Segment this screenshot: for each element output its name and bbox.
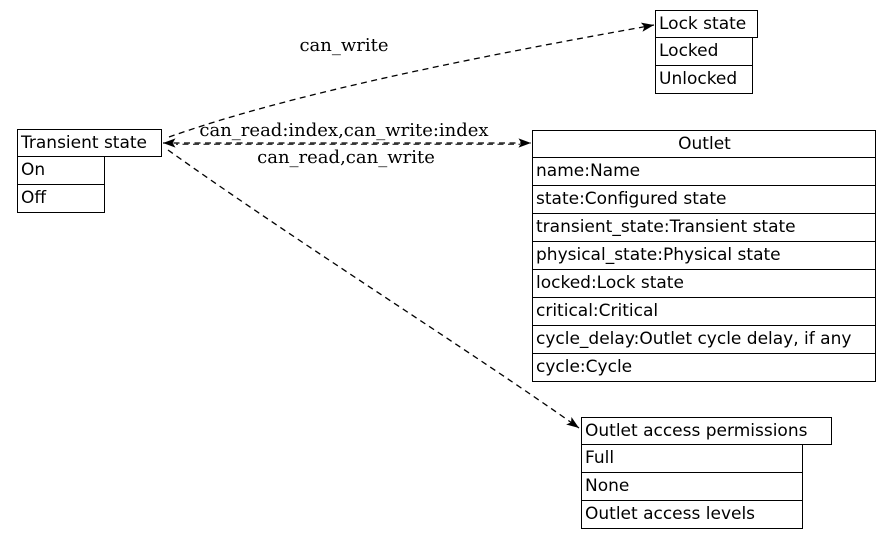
node-title: Outlet access permissions [581, 417, 832, 445]
table-row: locked:Lock state [532, 269, 876, 298]
edge-label-can-write: can_write [299, 35, 389, 56]
table-row: transient_state:Transient state [532, 213, 876, 242]
node-title: Outlet [532, 130, 876, 158]
table-row: Locked [655, 37, 753, 66]
node-lock-state: Lock state Locked Unlocked [655, 10, 758, 94]
edge-to-outlet-access-permissions [167, 149, 580, 429]
table-row: critical:Critical [532, 297, 876, 326]
table-row: Unlocked [655, 65, 753, 94]
node-transient-state: Transient state On Off [17, 129, 162, 213]
edge-label-can-read-write: can_read,can_write [257, 147, 435, 168]
edge-can-write-to-lock-state [168, 22, 655, 138]
node-title: Transient state [17, 129, 162, 157]
table-row: On [17, 156, 105, 185]
edge-label-can-read-write-index: can_read:index,can_write:index [199, 120, 489, 141]
table-row: cycle:Cycle [532, 353, 876, 382]
table-row: Off [17, 184, 105, 213]
table-row: name:Name [532, 157, 876, 186]
table-row: cycle_delay:Outlet cycle delay, if any [532, 325, 876, 354]
node-outlet: Outlet name:Name state:Configured state … [532, 130, 876, 382]
table-row: physical_state:Physical state [532, 241, 876, 270]
node-title: Lock state [655, 10, 758, 38]
table-row: state:Configured state [532, 185, 876, 214]
table-row: Full [581, 444, 803, 473]
table-row: None [581, 472, 803, 501]
node-outlet-access-permissions: Outlet access permissions Full None Outl… [581, 417, 832, 529]
table-row: Outlet access levels [581, 500, 803, 529]
